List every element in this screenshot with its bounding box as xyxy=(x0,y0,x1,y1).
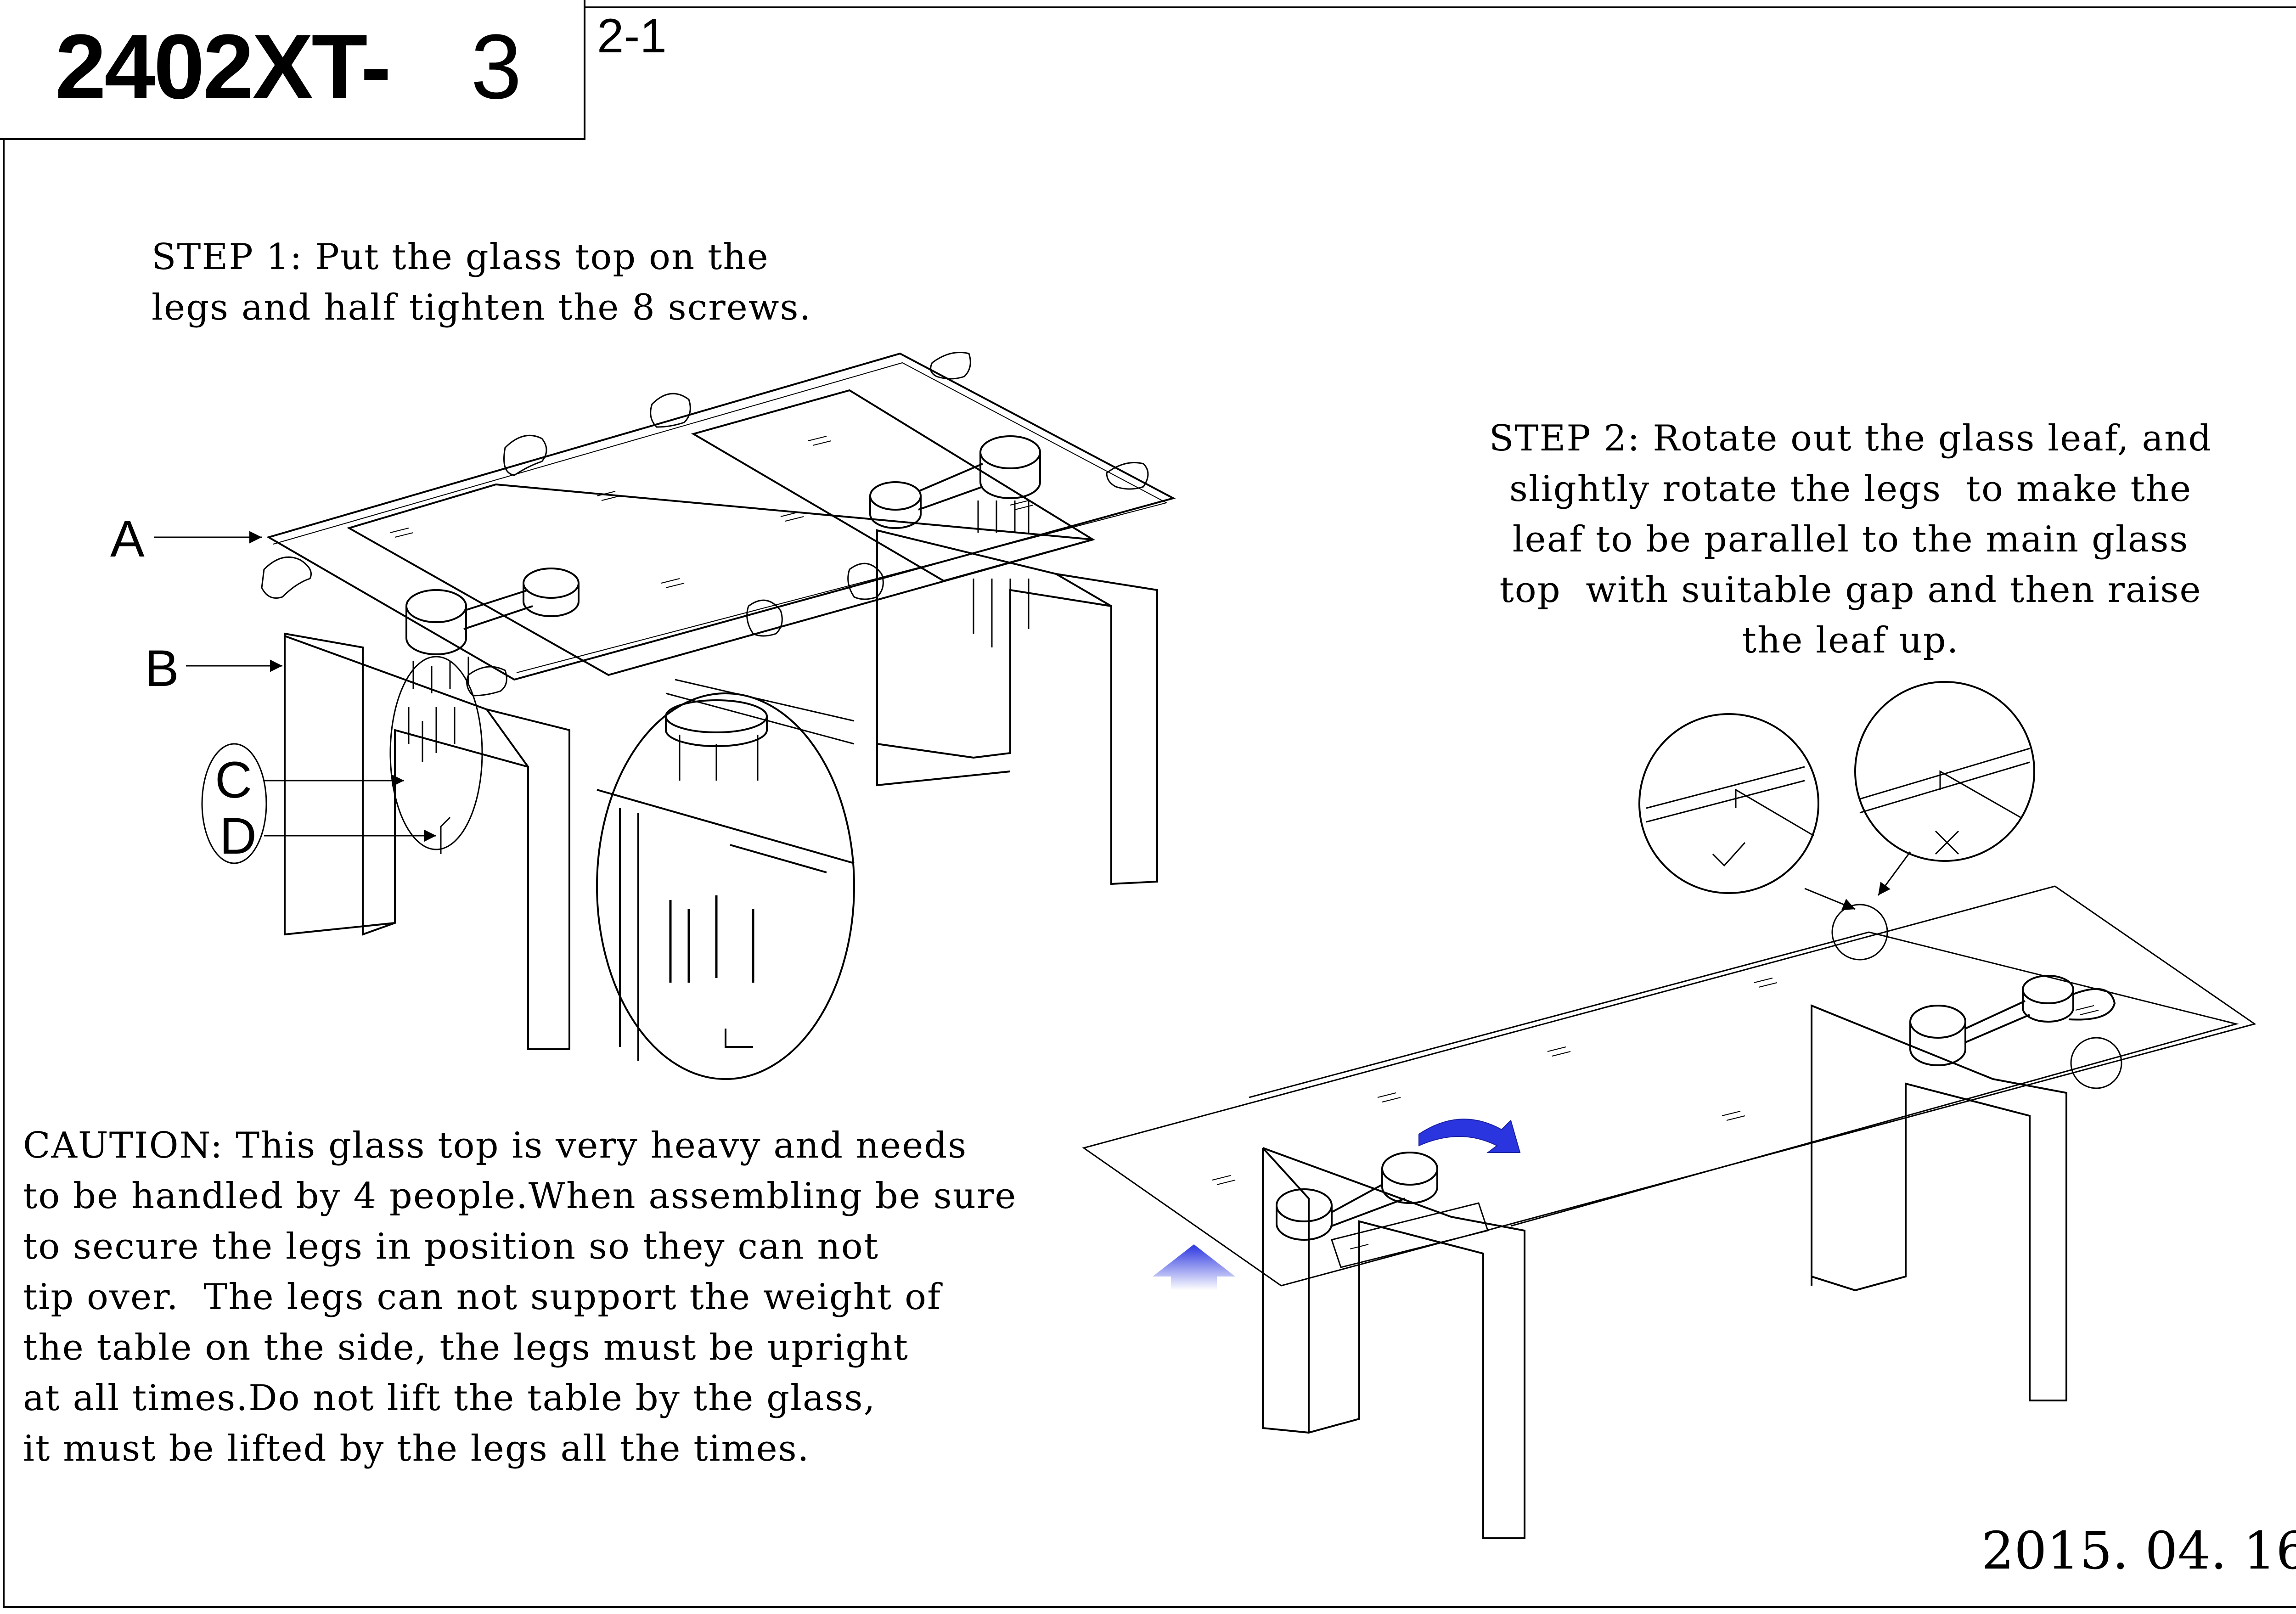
caution-note: CAUTION: This glass top is very heavy an… xyxy=(23,1125,1017,1469)
gap-detail-wrong xyxy=(1854,681,2035,862)
cross-icon xyxy=(1935,830,1959,855)
model-suffix: 3 xyxy=(471,16,522,118)
screw-detail-oval xyxy=(389,656,483,850)
swivel-bracket-left xyxy=(405,568,580,693)
callout-b-label: B xyxy=(145,640,179,697)
callout-cd-oval xyxy=(201,743,267,864)
step-2-drawing xyxy=(1082,681,2257,1539)
gap-detail-correct xyxy=(1638,713,1819,894)
gap-highlight-circle xyxy=(1831,904,1888,961)
table-leg-step2-right xyxy=(1811,1004,2067,1401)
step-2-instruction: STEP 2: Rotate out the glass leaf, and s… xyxy=(1489,418,2212,661)
rotate-arrow-icon xyxy=(1418,1119,1521,1153)
swivel-bracket-step2-left xyxy=(1276,1152,1438,1241)
screw-set xyxy=(408,707,456,854)
table-leg-step2-left xyxy=(1262,1147,1525,1539)
screw-detail-magnified xyxy=(596,679,855,1080)
table-leg-right xyxy=(876,529,1158,885)
page-border xyxy=(3,6,2296,1608)
sheet-number: 2-1 xyxy=(597,9,667,63)
model-number: 2402XT- xyxy=(55,16,391,118)
title-box: 2402XT- 3 xyxy=(0,0,585,140)
callout-d-label: D xyxy=(219,807,257,865)
extended-glass-top xyxy=(1082,885,2257,1287)
swivel-bracket-right xyxy=(869,435,1041,647)
revision-date: 2015. 04. 16 xyxy=(1981,1521,2296,1581)
up-arrow-icon xyxy=(1153,1244,1235,1290)
callout-leaders xyxy=(154,531,436,842)
glass-top-outline xyxy=(266,352,1176,681)
check-icon xyxy=(1712,842,1746,867)
gap-highlight-circle-2 xyxy=(2070,1037,2122,1089)
table-leg-left xyxy=(284,632,570,1050)
step-1-drawing xyxy=(154,352,1176,1080)
swivel-bracket-step2-right xyxy=(1909,975,2116,1066)
step-1-instruction: STEP 1: Put the glass top on the legs an… xyxy=(152,236,812,328)
callout-a-label: A xyxy=(110,510,145,568)
callout-c-label: C xyxy=(215,751,252,809)
hand-icon xyxy=(261,352,1149,697)
